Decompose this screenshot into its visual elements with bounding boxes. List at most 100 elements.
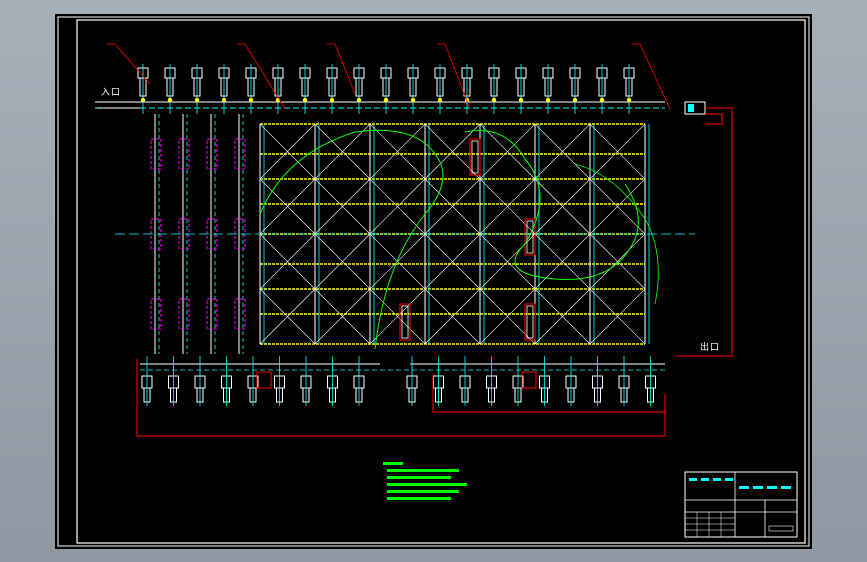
notes-line [387,469,459,472]
inner-frame [76,19,806,544]
top-roller-dot [356,97,362,103]
title-block-mark [689,478,697,481]
cylinder-body [526,220,534,254]
cylinder-outline [469,138,481,176]
notes-line [383,462,403,465]
technical-notes [383,462,467,500]
top-roller-dot [383,97,389,103]
truss-brace [369,123,426,180]
top-roller-dot [626,97,632,103]
truss-brace [479,288,536,345]
inlet-label: 入口 [101,88,122,98]
truss-brace [259,288,316,345]
truss-brace [259,178,316,235]
top-roller-dot [302,97,308,103]
title-block-mark [753,486,763,489]
top-roller-dot [167,97,173,103]
cylinder-outline [524,303,536,341]
left-rail-clamp [150,138,162,170]
top-roller-dot [221,97,227,103]
contour-left [259,129,444,350]
left-rail-clamp [206,298,218,330]
notes-line [387,476,451,479]
roller-columns [95,64,706,115]
cylinder-body [471,140,479,174]
notes-line [387,497,451,500]
top-roller-dot [248,97,254,103]
outlet-box-fill [688,104,694,112]
truss-brace [424,178,481,235]
title-block-mark [725,478,733,481]
top-roller-dot [572,97,578,103]
top-roller-dot [194,97,200,103]
top-roller-dot [140,97,146,103]
notes-line [387,483,467,486]
truss-brace [369,178,426,235]
truss-brace [259,123,316,180]
leader-line [632,43,671,110]
left-rail-clamp [150,298,162,330]
truss-brace [314,123,371,180]
truss-brace [314,233,371,290]
top-roller-dot [491,97,497,103]
truss-structure [259,123,659,350]
cad-drawing [57,16,810,547]
truss-brace [534,288,591,345]
title-block-mark [781,486,791,489]
outer-frame [57,16,810,547]
bottom-return-loop [136,359,666,437]
title-block-mark [701,478,709,481]
left-rail-clamp [178,298,190,330]
left-rail-clamp [206,138,218,170]
cylinder-body [526,305,534,339]
truss-brace [534,178,591,235]
left-vertical-rails [115,114,695,354]
leader-line [107,43,151,85]
truss-brace [589,178,646,235]
title-block-mark [739,486,749,489]
bottom-inner-loop [432,374,665,413]
title-block-mark [767,486,777,489]
truss-brace [424,288,481,345]
outlet-connector [705,113,723,125]
bottom-conveyor [136,356,666,437]
notes-line [387,490,459,493]
title-block-stamp [768,525,794,532]
truss-brace [369,288,426,345]
title-block-mark [713,478,721,481]
drawing-sheet: 入口 出口 [55,14,812,549]
left-rail-clamp [234,138,246,170]
top-roller-dot [518,97,524,103]
bottom-drive-left [256,371,272,389]
truss-brace [534,123,591,180]
title-block [684,471,798,538]
leader-line [237,43,286,110]
top-roller-dot [599,97,605,103]
cylinder-outline [524,218,536,256]
truss-brace [589,288,646,345]
truss-brace [424,123,481,180]
cylinder-outline [399,303,411,341]
truss-brace [589,123,646,180]
top-roller-dot [545,97,551,103]
truss-brace [314,288,371,345]
top-roller-dot [410,97,416,103]
bottom-drive-right [521,371,537,389]
annotation-lines [107,43,733,357]
top-roller-dot [437,97,443,103]
left-rail-clamp [178,138,190,170]
contour-right [464,130,639,280]
truss-brace [534,233,591,290]
truss-brace [259,233,316,290]
truss-brace [314,178,371,235]
top-roller-dot [329,97,335,103]
leader-line [437,43,471,110]
truss-brace [479,123,536,180]
outlet-loop [675,107,733,357]
truss-brace [424,233,481,290]
title-block-border [684,471,798,538]
outlet-label: 出口 [700,343,721,353]
truss-brace [479,178,536,235]
left-rail-clamp [234,298,246,330]
truss-brace [589,233,646,290]
